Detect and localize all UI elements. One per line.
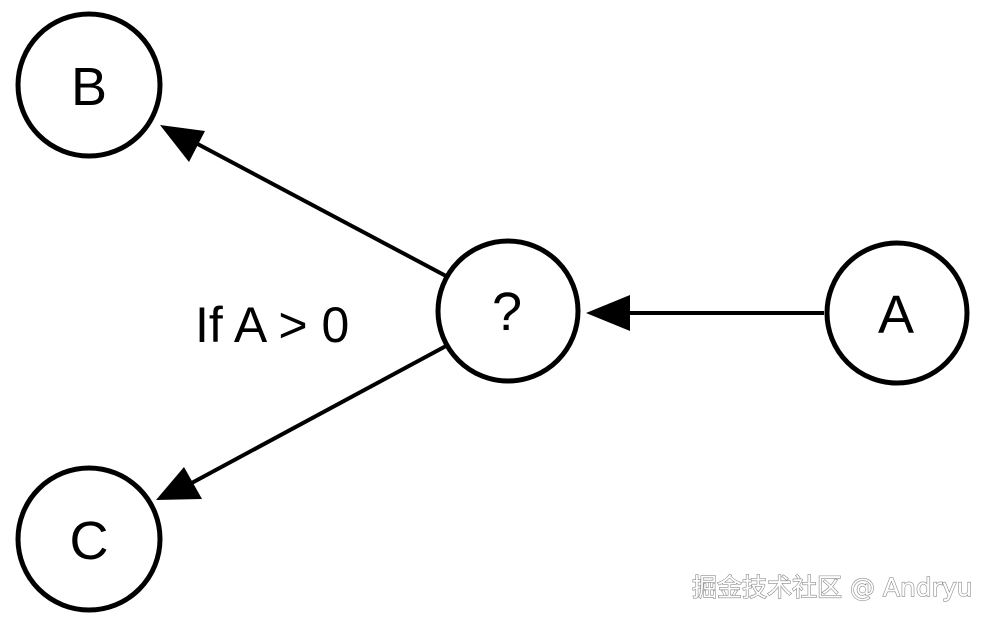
node-b: B: [15, 11, 163, 159]
arrow-head-b: [160, 125, 205, 162]
node-a-label: A: [878, 285, 914, 345]
condition-label: If A > 0: [195, 297, 349, 353]
edge-a-to-decision: [586, 295, 824, 331]
node-decision-label: ?: [492, 282, 522, 342]
watermark-text: 掘金技术社区 @ Andryu: [692, 573, 973, 602]
node-a: A: [824, 240, 970, 386]
node-c-label: C: [70, 511, 109, 571]
node-decision: ?: [435, 238, 581, 384]
node-b-label: B: [71, 57, 107, 117]
arrow-head-c: [156, 467, 202, 500]
arrow-head-decision: [586, 295, 630, 331]
edge-decision-to-c: [156, 344, 447, 500]
node-c: C: [15, 465, 163, 613]
edge-decision-to-b: [160, 125, 447, 278]
